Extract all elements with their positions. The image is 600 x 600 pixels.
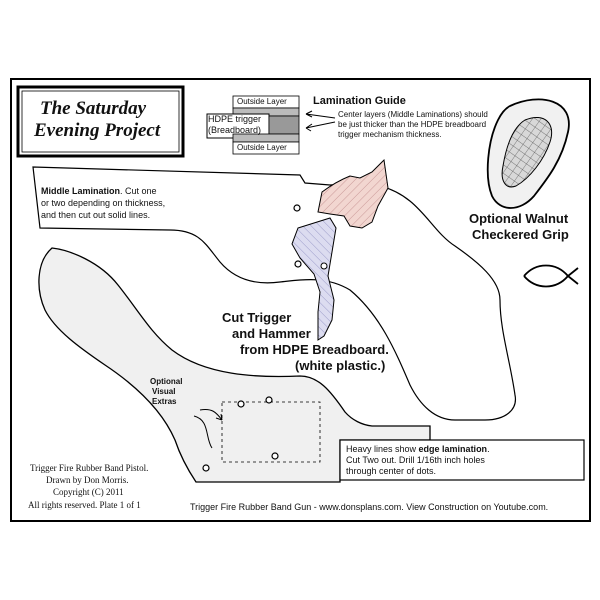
outside-layer-bottom-label: Outside Layer: [237, 143, 287, 152]
visual-extras-line2: Visual: [152, 387, 176, 396]
trigger-part: [291, 217, 337, 341]
lamination-note-line1: Center layers (Middle Laminations) shoul…: [338, 110, 488, 119]
title-box: [16, 85, 185, 158]
edge-note-line1: Heavy lines show edge lamination.: [346, 444, 490, 454]
credits-line4: All rights reserved. Plate 1 of 1: [28, 500, 141, 510]
middle-lamination-rest: . Cut one: [120, 186, 157, 196]
cut-trigger-line3: from HDPE Breadboard.: [240, 342, 389, 357]
visual-extras-line1: Optional: [150, 377, 183, 386]
edge-note-line3: through center of dots.: [346, 466, 437, 476]
lamination-diagram: [206, 95, 336, 155]
lamination-note-line2: be just thicker than the HDPE breadboard: [338, 120, 487, 129]
edge-note-bold: edge lamination: [418, 444, 488, 454]
hammer-part: [317, 158, 389, 229]
credits-line3: Copyright (C) 2011: [53, 487, 124, 497]
drill-holes: [202, 204, 302, 472]
middle-lamination-bold: Middle Lamination: [41, 186, 121, 196]
lamination-guide-heading: Lamination Guide: [313, 95, 406, 107]
title-line1: The Saturday: [40, 98, 147, 119]
grip-caption-line1: Optional Walnut: [469, 211, 569, 226]
edge-lamination-body: [38, 247, 431, 483]
credits-line1: Trigger Fire Rubber Band Pistol.: [30, 463, 149, 473]
credits-line2: Drawn by Don Morris.: [46, 475, 129, 485]
outside-layer-top-label: Outside Layer: [237, 97, 287, 106]
cut-trigger-line1: Cut Trigger: [222, 310, 292, 325]
edge-note-prefix: Heavy lines show: [346, 444, 419, 454]
middle-lamination-outline: [32, 166, 516, 421]
hdpe-label-line2: (Breadboard): [208, 125, 262, 135]
edge-note-line2: Cut Two out. Drill 1/16th inch holes: [346, 455, 485, 465]
middle-lamination-line1: Middle Lamination. Cut one: [41, 186, 157, 196]
middle-lamination-line3: and then cut out solid lines.: [41, 210, 151, 220]
middle-lamination-line2: or two depending on thickness,: [41, 198, 166, 208]
edge-note-box: [339, 439, 585, 481]
walnut-grip-shape: [486, 98, 570, 209]
fish-symbol: [523, 264, 579, 288]
footer-text: Trigger Fire Rubber Band Gun - www.donsp…: [190, 502, 549, 512]
lamination-note-line3: trigger mechanism thickness.: [338, 130, 442, 139]
edge-note-suffix: .: [487, 444, 490, 454]
cut-trigger-line2: and Hammer: [232, 326, 311, 341]
title-line2: Evening Project: [34, 120, 161, 141]
visual-extras-line3: Extras: [152, 397, 177, 406]
grip-caption-line2: Checkered Grip: [472, 227, 569, 242]
cut-trigger-line4: (white plastic.): [295, 358, 386, 373]
hdpe-label-line1: HDPE trigger: [208, 114, 262, 124]
